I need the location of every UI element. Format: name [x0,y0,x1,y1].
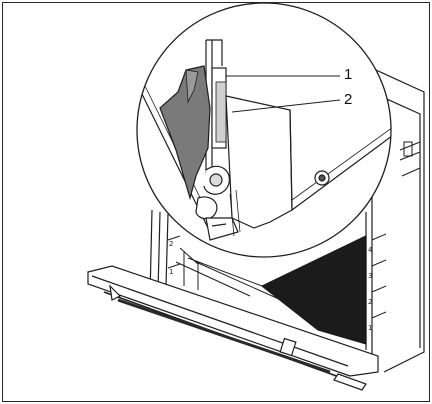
shelf-level-mark: 1 [169,268,173,276]
shelf-level-mark: 1 [368,324,372,332]
shelf-level-mark: 3 [368,272,372,280]
oven-body [149,51,425,373]
leader-line-2 [231,99,341,113]
callout-label-1: 1 [344,66,353,83]
door-bracket [225,95,293,229]
oven-door [87,265,379,391]
shelf-level-mark: 2 [169,240,173,248]
zoom-detail [136,2,392,258]
callout-label-2: 2 [344,91,353,108]
callout-leaders [226,75,341,113]
shelf-level-mark: 4 [368,246,373,254]
shelf-level-mark: 2 [368,298,372,306]
shelf-level-marks-left: 2 1 [169,240,173,276]
shelf-level-marks-right: 4 3 2 1 [368,246,373,332]
hook [159,65,211,201]
